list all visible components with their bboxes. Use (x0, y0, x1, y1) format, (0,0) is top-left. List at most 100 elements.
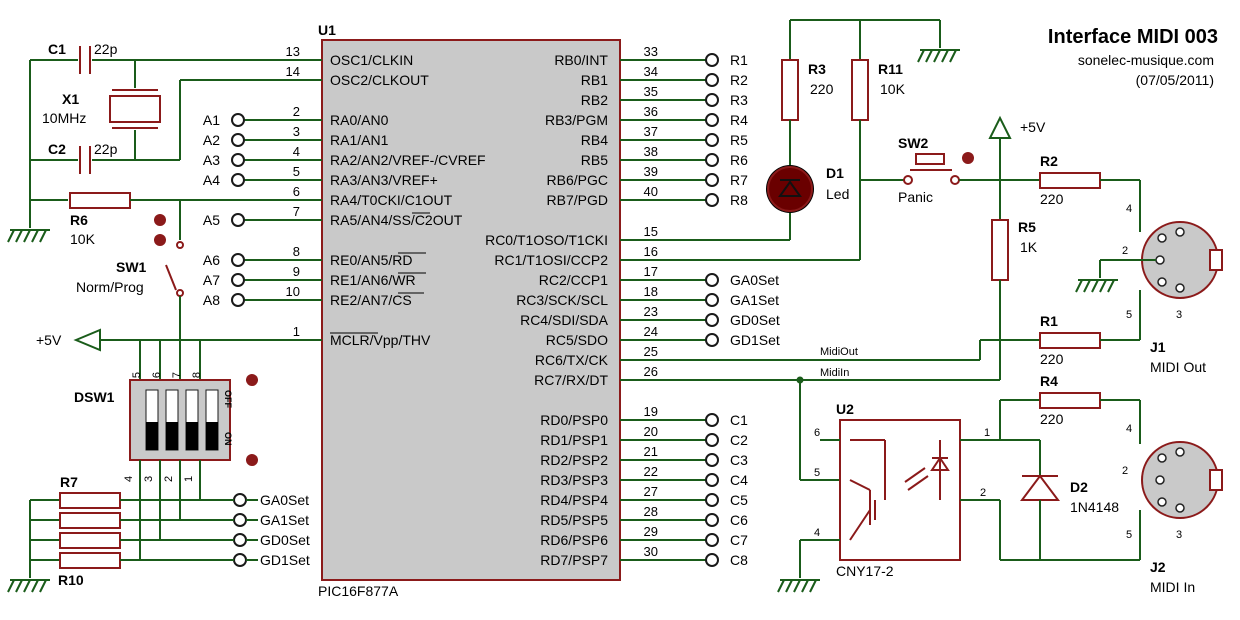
terminal-label: C5 (730, 492, 748, 508)
u1-pin-number: 19 (644, 404, 658, 419)
terminal-label: C1 (730, 412, 748, 428)
j2-pin-2: 2 (1122, 465, 1128, 477)
ground-symbol-j1 (1075, 279, 1118, 293)
u1-right-pins: 33RB0/INT34RB135RB236RB3/PGM37RB438RB539… (485, 44, 660, 568)
u1-pin-number: 24 (644, 324, 658, 339)
u1-pin-number: 34 (644, 64, 658, 79)
u1-left-pins: 13OSC1/CLKIN14OSC2/CLKOUT2RA0/AN03RA1/AN… (280, 44, 486, 348)
u1-pin-number: 40 (644, 184, 658, 199)
r5-ref: R5 (1018, 219, 1036, 235)
u1-pin-name: RC6/TX/CK (535, 352, 609, 368)
terminal-label: R7 (730, 172, 748, 188)
terminal-label: R2 (730, 72, 748, 88)
r10-ref: R10 (58, 572, 84, 588)
u1-pin-number: 18 (644, 284, 658, 299)
u1-pin-number: 35 (644, 84, 658, 99)
j1-pin-2: 2 (1122, 245, 1128, 257)
sw2-ref: SW2 (898, 135, 929, 151)
r2-ref: R2 (1040, 153, 1058, 169)
j2-pin-4: 4 (1126, 423, 1132, 435)
terminal-ra (231, 153, 245, 167)
midi-in-section: U2 CNY17-2 6 5 4 1 2 (777, 373, 1223, 595)
ground-symbol-bottom-left (7, 579, 50, 593)
vcc-left-label: +5V (36, 332, 62, 348)
u1-pin-name: RD2/PSP2 (540, 452, 608, 468)
terminal-rd (705, 493, 719, 507)
terminal-label: R5 (730, 132, 748, 148)
d2-value: 1N4148 (1070, 499, 1119, 515)
terminal-ra (231, 253, 245, 267)
terminal-label: C3 (730, 452, 748, 468)
u1-pin-name: RB0/INT (554, 52, 608, 68)
terminal-label: C8 (730, 552, 748, 568)
dsw1-pin-5: 5 (131, 372, 143, 378)
terminal-dsw (233, 553, 247, 567)
d2-ref: D2 (1070, 479, 1088, 495)
u1-pin-number: 4 (293, 144, 300, 159)
c2-value: 22p (94, 141, 118, 157)
r4-value: 220 (1040, 411, 1064, 427)
terminal-label: C7 (730, 532, 748, 548)
dsw1-pin-6: 6 (151, 372, 163, 378)
r3-value: 220 (810, 81, 834, 97)
u1-pin-name: RB7/PGD (547, 192, 608, 208)
u1-pin-number: 22 (644, 464, 658, 479)
r2-value: 220 (1040, 191, 1064, 207)
u2-pin-4: 4 (814, 527, 820, 539)
led-section: R3 220 R11 10K D1 Led SW2 Panic (620, 19, 1040, 261)
j1-pin-4: 4 (1126, 203, 1132, 215)
u1-pin-number: 6 (293, 184, 300, 199)
u1-pin-number: 17 (644, 264, 658, 279)
terminal-rb (705, 153, 719, 167)
midi-out-section: +5V R5 1K R2 220 R1 220 MidiOut MidiIn (620, 115, 1223, 381)
dsw1-ref: DSW1 (74, 389, 115, 405)
schematic-title: Interface MIDI 003 (1048, 26, 1218, 48)
u2-pin-2: 2 (980, 487, 986, 499)
dsw1-pin-3: 3 (143, 476, 155, 482)
u1-pin-number: 25 (644, 344, 658, 359)
u1-pin-number: 3 (293, 124, 300, 139)
u1-pin-number: 1 (293, 324, 300, 339)
u1-pin-name: RB4 (581, 132, 608, 148)
r11-ref: R11 (878, 61, 903, 77)
u1-pin-name: RD3/PSP3 (540, 472, 608, 488)
u1-pin-name: RA5/AN4/SS/C2OUT (330, 212, 463, 228)
u1-pin-name: RB6/PGC (547, 172, 608, 188)
u1-pin-name: RB2 (581, 92, 608, 108)
r11-value: 10K (880, 81, 906, 97)
terminal-ra (231, 133, 245, 147)
u1-pin-number: 39 (644, 164, 658, 179)
dsw1-pin-1: 1 (183, 476, 195, 482)
u1-part: PIC16F877A (318, 583, 399, 599)
terminal-rd (705, 553, 719, 567)
u1-pin-name: OSC2/CLKOUT (330, 72, 429, 88)
terminal-rd (705, 513, 719, 527)
u1-pin-number: 38 (644, 144, 658, 159)
terminal-label: C6 (730, 512, 748, 528)
u1-pin-number: 20 (644, 424, 658, 439)
terminal-rc (705, 313, 719, 327)
u1-pin-name: RC0/T1OSO/T1CKI (485, 232, 608, 248)
u1-pin-number: 27 (644, 484, 658, 499)
terminal-rc (705, 273, 719, 287)
terminal-label: A1 (203, 112, 220, 128)
j1-pin-3: 3 (1176, 309, 1182, 321)
dsw1-off: OFF (223, 390, 233, 408)
c1-ref: C1 (48, 41, 66, 57)
u1-pin-number: 23 (644, 304, 658, 319)
terminal-label: GA1Set (730, 292, 779, 308)
terminal-rd (705, 533, 719, 547)
u1-pin-name: RC4/SDI/SDA (520, 312, 609, 328)
u1-pin-number: 5 (293, 164, 300, 179)
u1-microcontroller: U1 PIC16F877A 13OSC1/CLKIN14OSC2/CLKOUT2… (280, 22, 660, 599)
terminal-ra (231, 293, 245, 307)
website-text: sonelec-musique.com (1078, 52, 1214, 68)
j2-value: MIDI In (1150, 579, 1195, 595)
terminal-label: R6 (730, 152, 748, 168)
terminal-label: R1 (730, 52, 748, 68)
terminal-rd (705, 413, 719, 427)
